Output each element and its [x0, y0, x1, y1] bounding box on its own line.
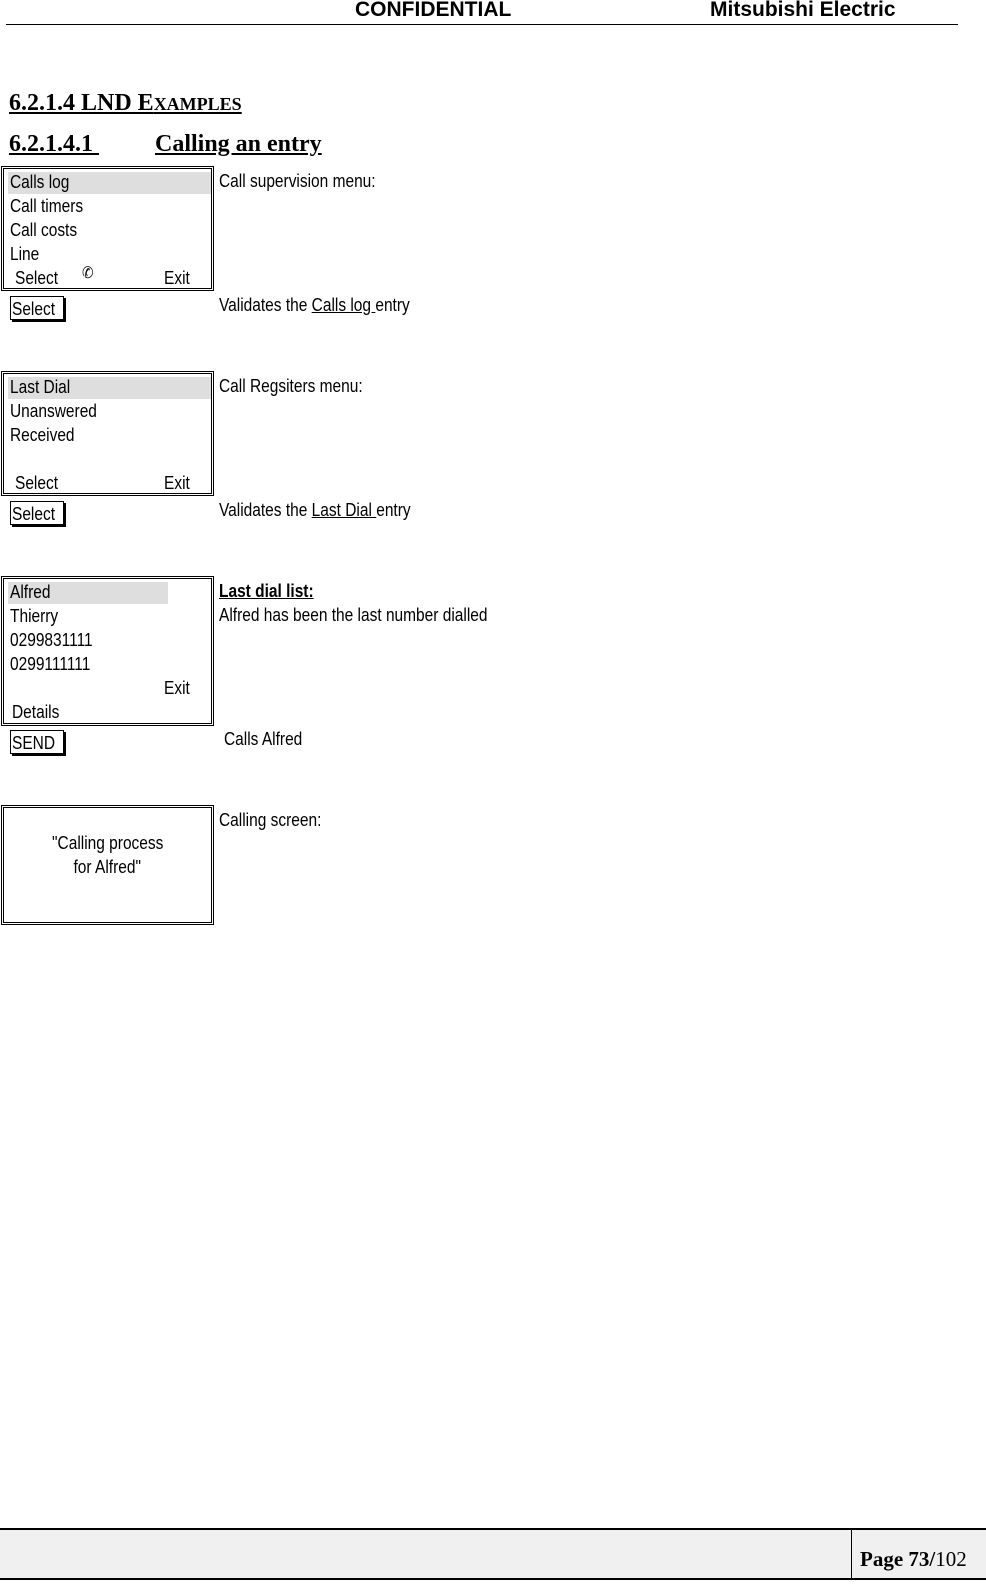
select2-description: Validates the Last Dial entry	[219, 500, 411, 520]
softkey-select[interactable]: Select	[15, 473, 59, 493]
menu-item-calls-log[interactable]: Calls log	[10, 172, 70, 192]
softkey-select[interactable]: Select	[15, 268, 59, 288]
confidential-label: CONFIDENTIAL	[355, 0, 512, 21]
calling-line-2: for Alfred"	[73, 857, 142, 877]
list-item-number-2[interactable]: 0299111111	[10, 654, 91, 674]
list-item-number-1[interactable]: 0299831111	[10, 630, 93, 650]
menu-item-last-dial[interactable]: Last Dial	[10, 377, 71, 397]
subsection-number: 6.2.1.4.1	[9, 131, 93, 157]
menu-item-unanswered[interactable]: Unanswered	[10, 401, 97, 421]
menu-highlight	[8, 172, 211, 194]
subsection-title: Calling an entry	[155, 131, 322, 157]
last-dial-reference: Last Dial	[311, 500, 377, 520]
softkey-exit[interactable]: Exit	[164, 678, 190, 698]
page-footer: Page 73/102	[0, 1528, 986, 1580]
send-key[interactable]: SEND	[10, 730, 65, 754]
menu-item-call-costs[interactable]: Call costs	[10, 220, 78, 240]
section-heading: 6.2.1.4 LND EXAMPLES	[9, 90, 242, 117]
phone-icon: ✆	[82, 263, 94, 282]
calling-line-1: "Calling process	[51, 833, 164, 853]
select1-description: Validates the Calls log entry	[219, 295, 410, 315]
calling-screen: "Calling process for Alfred"	[1, 805, 214, 925]
select-key-2[interactable]: Select	[10, 501, 65, 525]
last-dial-screen: Alfred Thierry 0299831111 0299111111 Exi…	[1, 576, 214, 726]
select-key-1[interactable]: Select	[10, 296, 65, 320]
menu-item-received[interactable]: Received	[10, 425, 75, 445]
header-rule	[6, 24, 958, 25]
softkey-exit[interactable]: Exit	[164, 268, 190, 288]
call-registers-screen: Last Dial Unanswered Received Select Exi…	[1, 371, 214, 496]
list-item-alfred[interactable]: Alfred	[10, 582, 51, 602]
company-name: Mitsubishi Electric	[710, 0, 896, 21]
call-registers-description: Call Regsiters menu:	[219, 376, 363, 396]
list-highlight	[8, 582, 168, 604]
list-item-thierry[interactable]: Thierry	[10, 606, 59, 626]
page-number: Page 73/102	[860, 1547, 967, 1571]
calling-description: Calling screen:	[219, 810, 322, 830]
menu-item-call-timers[interactable]: Call timers	[10, 196, 84, 216]
section-title: LND EXAMPLES	[81, 90, 242, 116]
subsection-heading: 6.2.1.4.1 Calling an entry	[9, 131, 322, 158]
softkey-exit[interactable]: Exit	[164, 473, 190, 493]
last-dial-description: Alfred has been the last number dialled	[219, 605, 488, 625]
menu-highlight	[8, 377, 211, 399]
section-number: 6.2.1.4	[9, 90, 75, 116]
menu-item-line[interactable]: Line	[10, 244, 40, 264]
last-dial-description-title: Last dial list:	[219, 581, 314, 601]
calls-log-reference: Calls log	[311, 295, 376, 315]
call-supervision-screen: Calls log Call timers Call costs Line Se…	[1, 166, 214, 291]
softkey-details[interactable]: Details	[12, 702, 60, 722]
footer-divider	[851, 1530, 852, 1578]
call-supervision-description: Call supervision menu:	[219, 171, 376, 191]
send-description: Calls Alfred	[224, 729, 303, 749]
